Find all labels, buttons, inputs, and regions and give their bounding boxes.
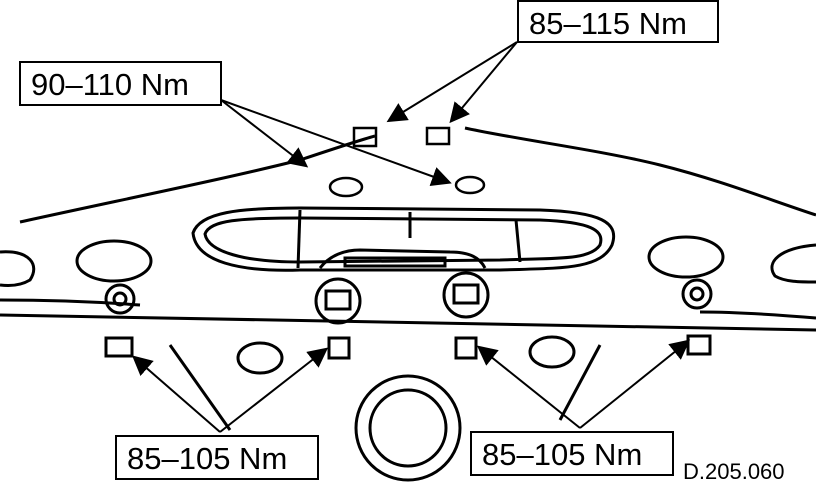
underside-features [104,334,712,482]
upper-bolts [328,126,486,198]
drawing-code: D.205.060 [683,459,785,484]
plate-outline [0,126,816,332]
lightening-holes [0,235,816,287]
torque-label-top-left: 90–110 Nm [19,61,222,106]
torque-label-bottom-right: 85–105 Nm [470,431,674,476]
center-pocket [191,206,616,272]
torque-label-bottom-left: 85–105 Nm [115,435,319,480]
plate-bolts [104,271,713,325]
leader-lines [131,41,691,433]
torque-label-top-right: 85–115 Nm [517,0,719,43]
